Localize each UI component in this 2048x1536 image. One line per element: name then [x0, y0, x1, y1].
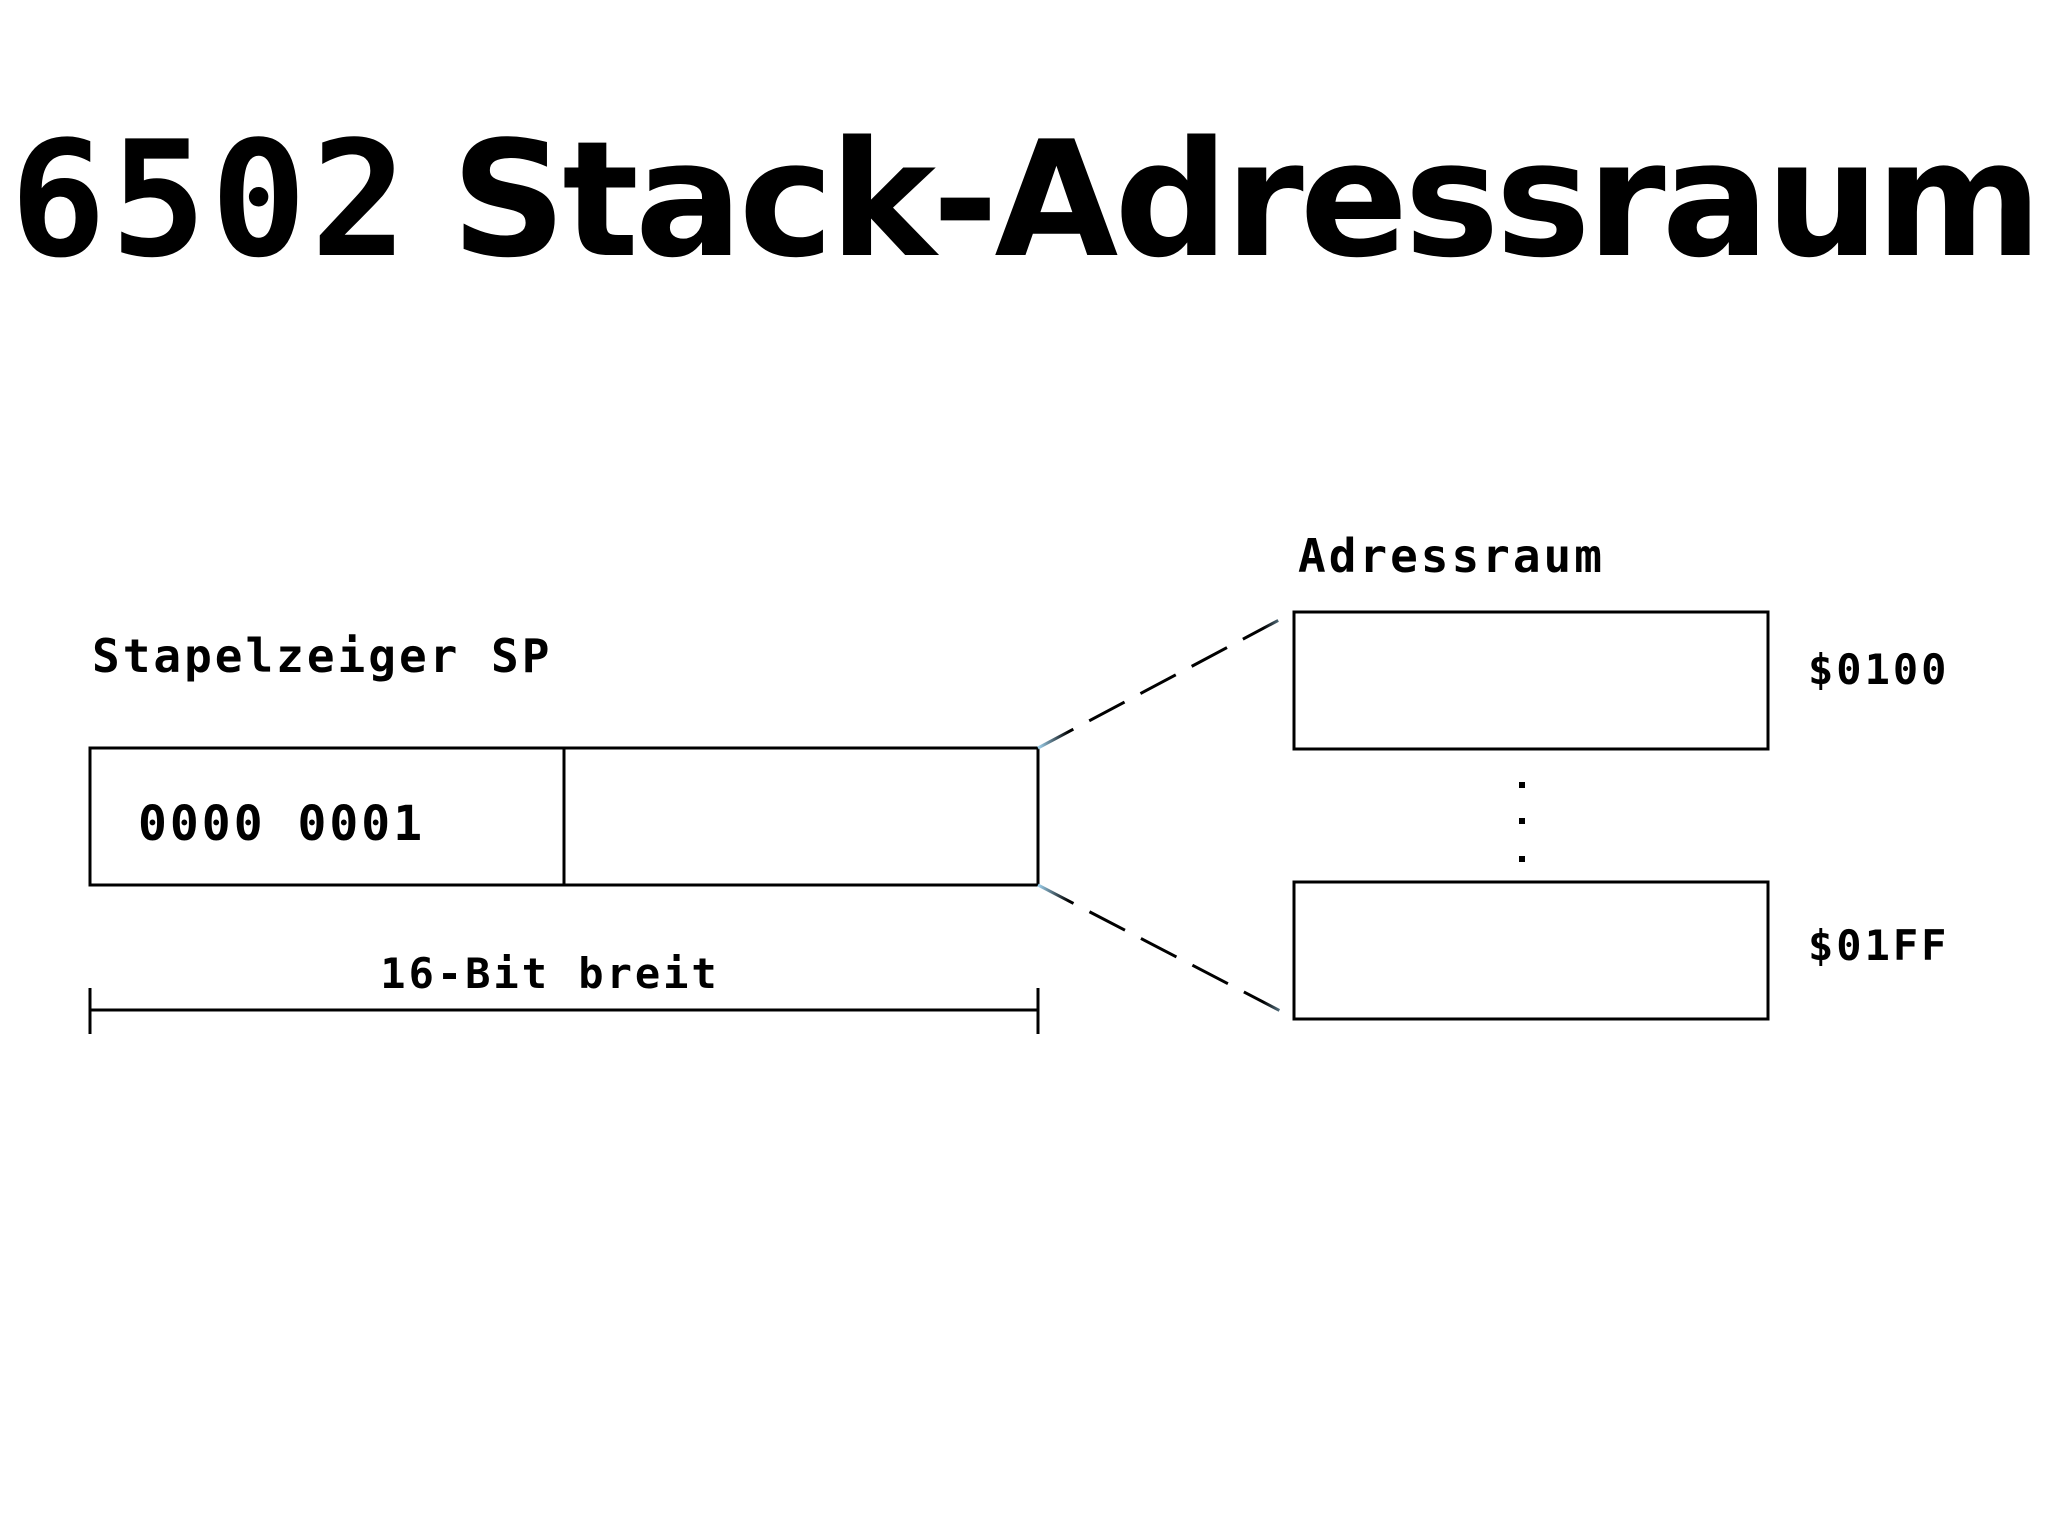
memory-label: Adressraum — [1298, 529, 1605, 583]
title-number: 6502 — [9, 106, 412, 293]
register-low-byte-cell — [562, 746, 1040, 887]
register-high-byte-value: 0000 0001 — [138, 796, 425, 852]
register-width-label: 16-Bit breit — [380, 949, 719, 998]
memory-cell-end — [1292, 880, 1770, 1021]
memory-cell-start — [1292, 610, 1770, 751]
memory-start-address: $0100 — [1808, 645, 1949, 694]
connector-top — [1037, 610, 1295, 750]
width-dimension-line — [88, 988, 1040, 1034]
memory-ellipsis — [1519, 782, 1525, 862]
connector-bottom — [1037, 883, 1295, 1020]
title-text: Stack-Adressraum — [451, 106, 2042, 293]
memory-end-address: $01FF — [1808, 921, 1949, 970]
connector-lines — [1037, 610, 1295, 1020]
register-box — [88, 746, 1040, 887]
page-title: 6502 Stack-Adressraum — [0, 120, 2048, 281]
register-label: Stapelzeiger SP — [92, 629, 552, 683]
